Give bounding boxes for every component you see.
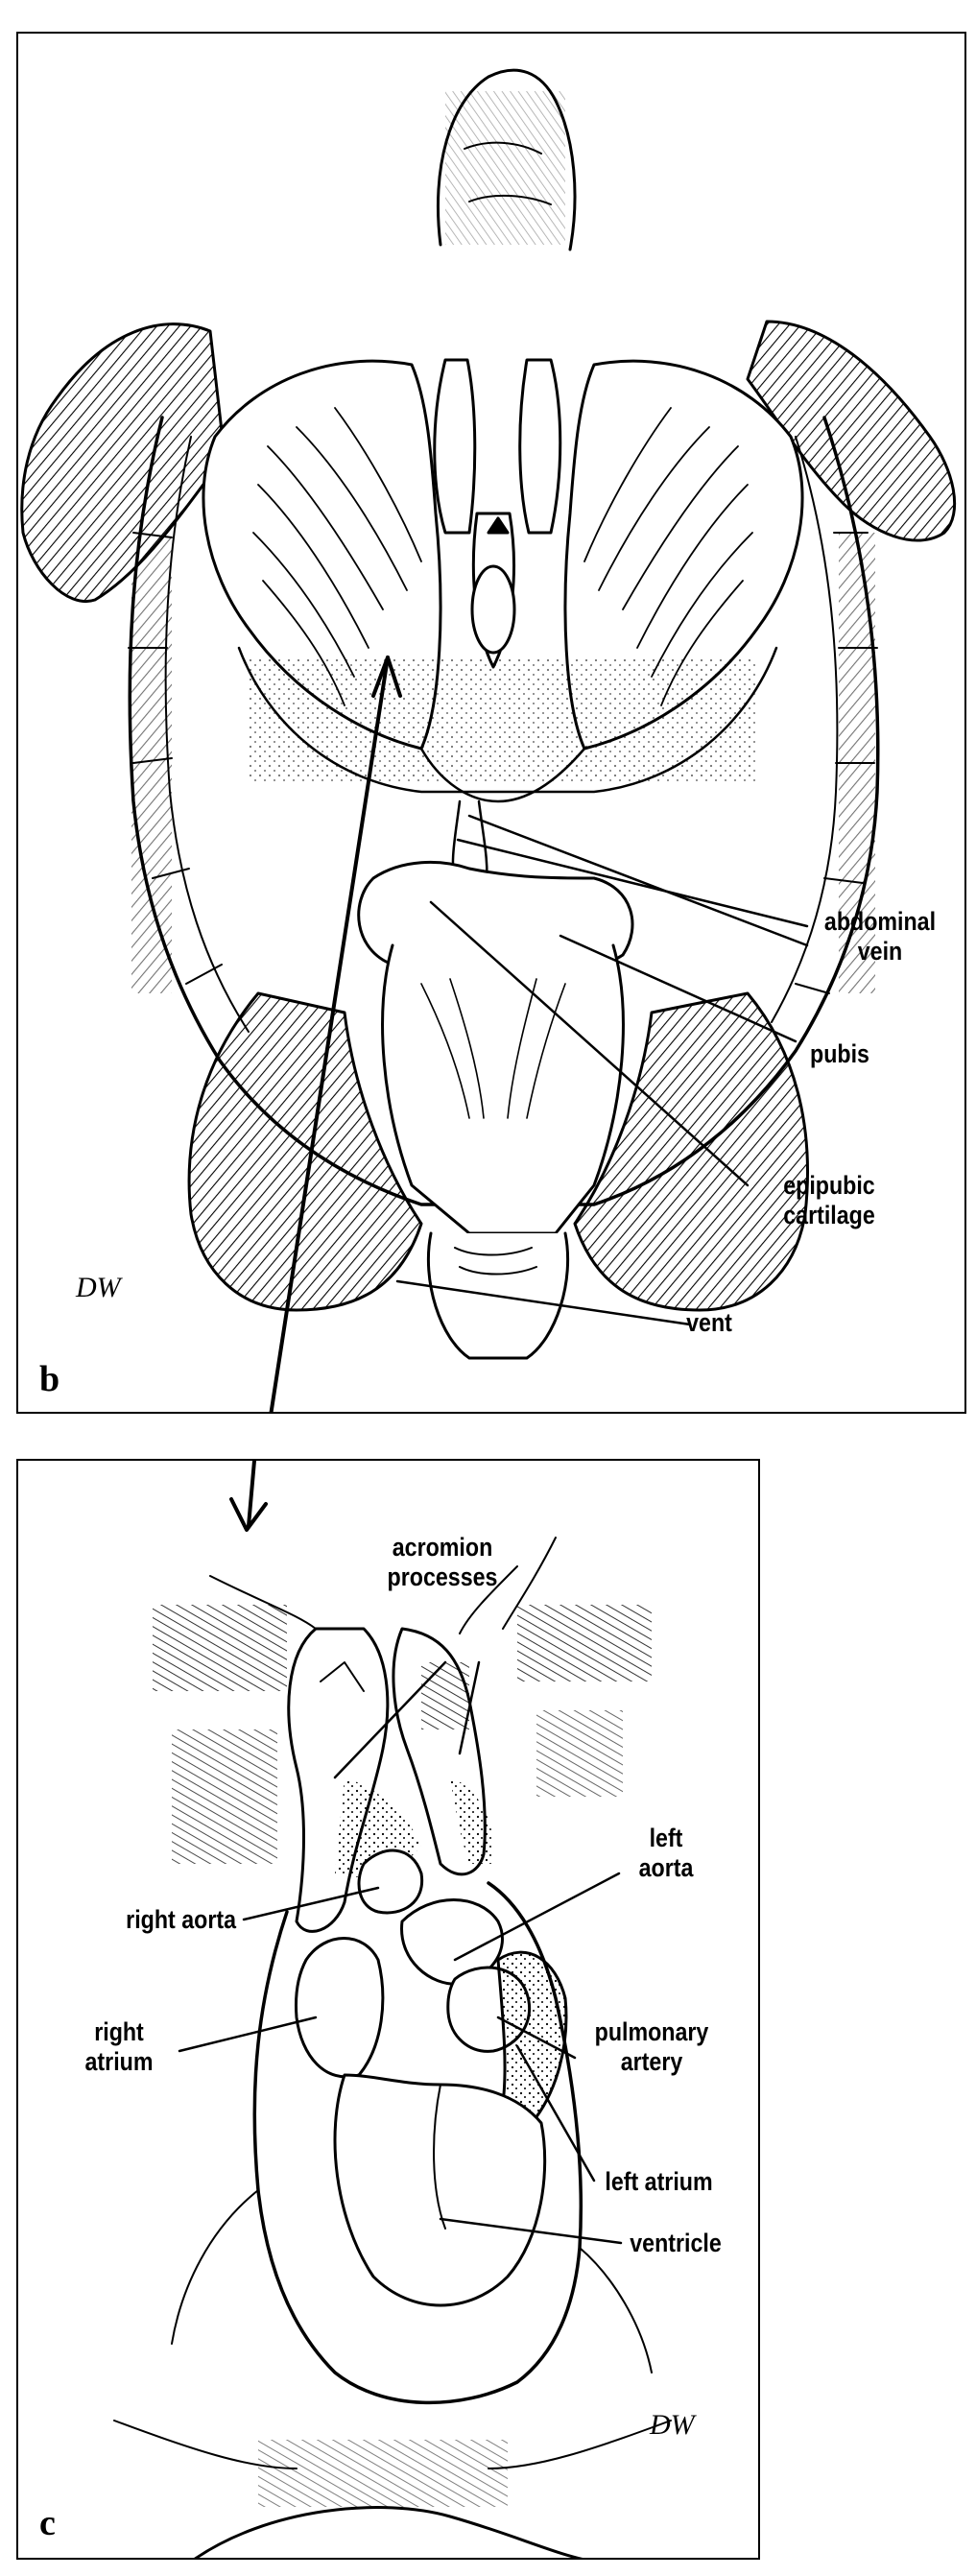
leader-epipubic <box>429 900 750 1187</box>
leader-left-aorta <box>453 1872 621 1962</box>
label-left-atrium: left atrium <box>605 2167 713 2196</box>
leader-left-atrium <box>515 2044 596 2182</box>
ventricle <box>333 2073 547 2307</box>
leader-right-aorta <box>242 1886 380 1921</box>
label-epipubic-line1: epipubic <box>783 1171 875 1200</box>
label-ventricle: ventricle <box>630 2229 722 2257</box>
right-hind-flipper <box>573 991 809 1312</box>
label-abdominal-vein-line2: vein <box>857 937 903 966</box>
panel-c-frame: acromion processes right aorta left aort… <box>16 1459 760 2560</box>
left-front-flipper <box>20 322 226 603</box>
label-epipubic-line2: cartilage <box>783 1201 875 1229</box>
label-left-aorta-line2: aorta <box>638 1853 694 1882</box>
label-abdominal-vein-line1: abdominal <box>823 907 937 936</box>
left-hind-flipper <box>187 991 423 1312</box>
panel-letter-b: b <box>39 1359 60 1399</box>
artist-signature-b: DW <box>76 1272 121 1303</box>
label-right-atrium-line1: right <box>94 2017 144 2046</box>
label-vent: vent <box>686 1308 732 1337</box>
label-right-aorta: right aorta <box>126 1905 236 1934</box>
label-epipubic-cartilage: epipubic cartilage <box>755 1171 904 1230</box>
label-acromion-processes: acromion processes <box>360 1533 525 1592</box>
label-pulmonary-line1: pulmonary <box>594 2017 709 2046</box>
leader-pulmonary-artery <box>496 2015 577 2060</box>
view-arrowhead <box>229 1461 268 1532</box>
view-arrow <box>269 656 390 1412</box>
label-left-aorta-line1: left <box>649 1824 683 1852</box>
leader-vent <box>395 1279 692 1326</box>
right-acromion <box>518 358 562 535</box>
artist-signature-c: DW <box>650 2409 695 2441</box>
label-left-aorta: left aorta <box>621 1824 712 1883</box>
label-pulmonary-line2: artery <box>620 2047 683 2076</box>
epipubic-cartilage <box>381 943 625 1235</box>
leader-abdominal-vein-2 <box>467 814 809 947</box>
left-acromion <box>433 358 477 535</box>
left-aorta <box>400 1898 504 1986</box>
label-acromion-line1: acromion <box>392 1533 493 1562</box>
panel-letter-c: c <box>39 2503 56 2543</box>
panel-b-frame: abdominal vein pubis epipubic cartilage … <box>16 32 966 1414</box>
label-abdominal-vein: abdominal vein <box>806 907 955 966</box>
leader-acromion-left <box>333 1660 447 1779</box>
turtle-plastron-illustration <box>20 68 957 1412</box>
label-right-atrium: right atrium <box>69 2017 168 2077</box>
heart-dissection-illustration <box>113 1461 672 2558</box>
label-pulmonary-artery: pulmonary artery <box>582 2017 722 2077</box>
leader-right-atrium <box>178 2015 318 2053</box>
right-atrium <box>295 1937 385 2079</box>
label-pubis: pubis <box>810 1039 869 1068</box>
leader-ventricle <box>439 2217 623 2245</box>
label-right-atrium-line2: atrium <box>84 2047 154 2076</box>
right-aorta <box>357 1849 424 1915</box>
right-front-flipper <box>746 320 957 542</box>
leader-abdominal-vein-1 <box>456 838 809 928</box>
leader-pubis <box>559 934 797 1043</box>
leader-acromion-right <box>458 1660 481 1755</box>
label-acromion-line2: processes <box>387 1562 498 1591</box>
